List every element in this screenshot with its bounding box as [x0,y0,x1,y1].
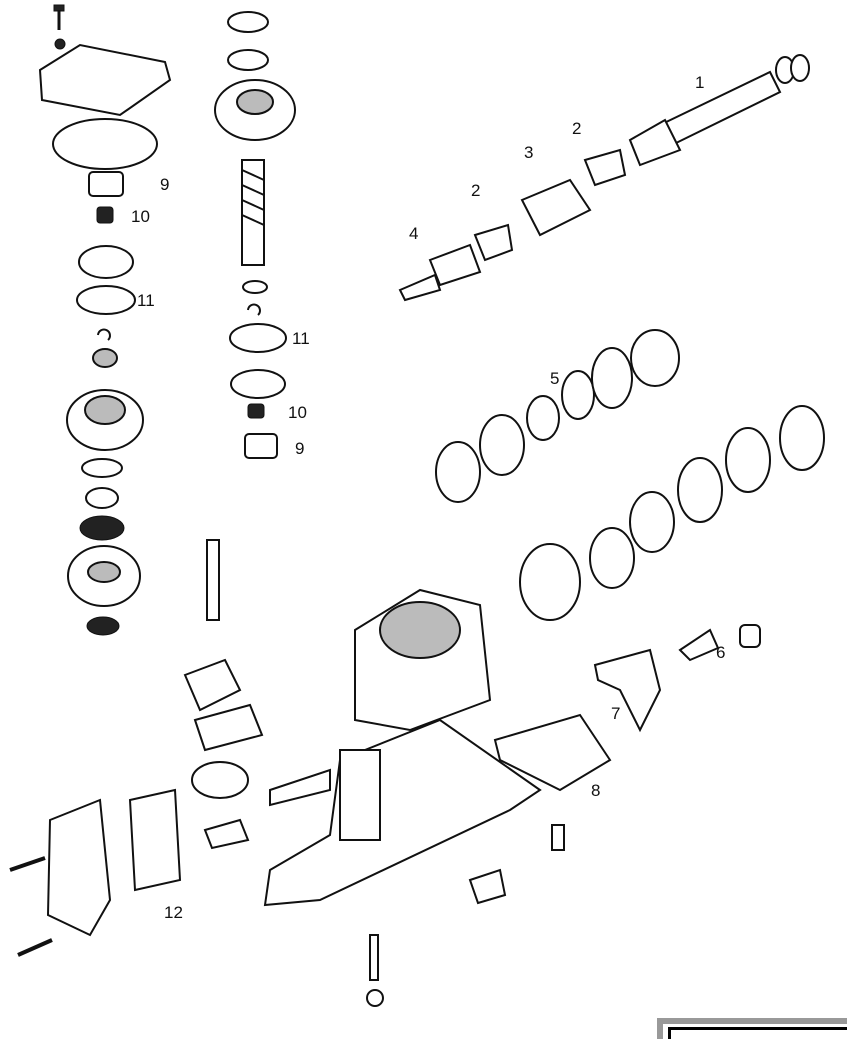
bearing-ring-group [435,329,825,621]
label-4: 4 [409,224,418,243]
label-5: 5 [550,369,559,388]
label-1: 1 [695,73,704,92]
label-9: 9 [295,439,304,458]
label-11: 11 [137,291,155,310]
left-stack-parts [38,4,172,636]
corner-frame [657,1018,847,1039]
label-11: 11 [292,329,310,348]
drive-shaft-assembly [398,54,810,302]
label-10: 10 [288,403,307,422]
label-10: 10 [131,207,150,226]
center-stack-parts [214,11,296,459]
small-parts [9,539,761,1007]
label-2: 2 [471,181,480,200]
label-7: 7 [611,704,620,723]
label-8: 8 [591,781,600,800]
label-2: 2 [572,119,581,138]
label-3: 3 [524,143,533,162]
part-number-labels: 1 2 3 2 4 9 10 11 11 10 9 5 6 7 8 12 [131,73,725,922]
label-12: 12 [164,903,183,922]
gear-housing [263,588,542,907]
label-6: 6 [716,643,725,662]
label-9: 9 [160,175,169,194]
